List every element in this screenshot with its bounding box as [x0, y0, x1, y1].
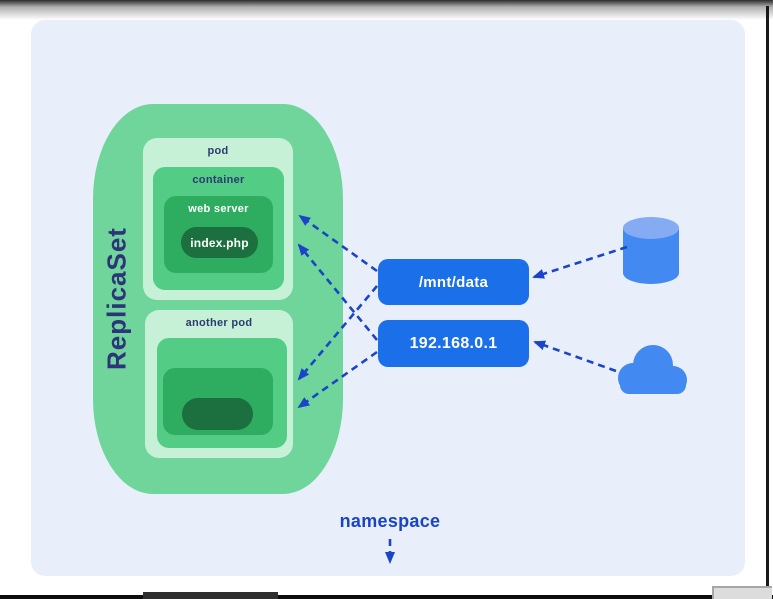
- namespace-label: namespace: [339, 511, 441, 531]
- mount-path-node: /mnt/data: [378, 259, 529, 305]
- another-pod-label: another pod: [185, 317, 253, 329]
- another-index-pill: [182, 398, 253, 430]
- top-shadow-gradient: [0, 0, 773, 20]
- scrollbar-corner[interactable]: [712, 586, 772, 599]
- cloud-icon: [618, 345, 687, 394]
- web-server-label: web server: [188, 203, 249, 215]
- bottom-edge-segment: [143, 592, 278, 599]
- pod-label: pod: [207, 145, 229, 157]
- ip-address-node: 192.168.0.1: [378, 320, 529, 367]
- index-php-label: index.php: [190, 235, 249, 250]
- replicaset-label: ReplicaSet: [101, 227, 132, 371]
- index-php-pill: index.php: [181, 227, 258, 258]
- right-edge-line: [766, 6, 769, 599]
- database-cylinder-icon: [623, 217, 679, 284]
- bottom-edge-line: [0, 595, 773, 599]
- container-label: container: [192, 174, 245, 186]
